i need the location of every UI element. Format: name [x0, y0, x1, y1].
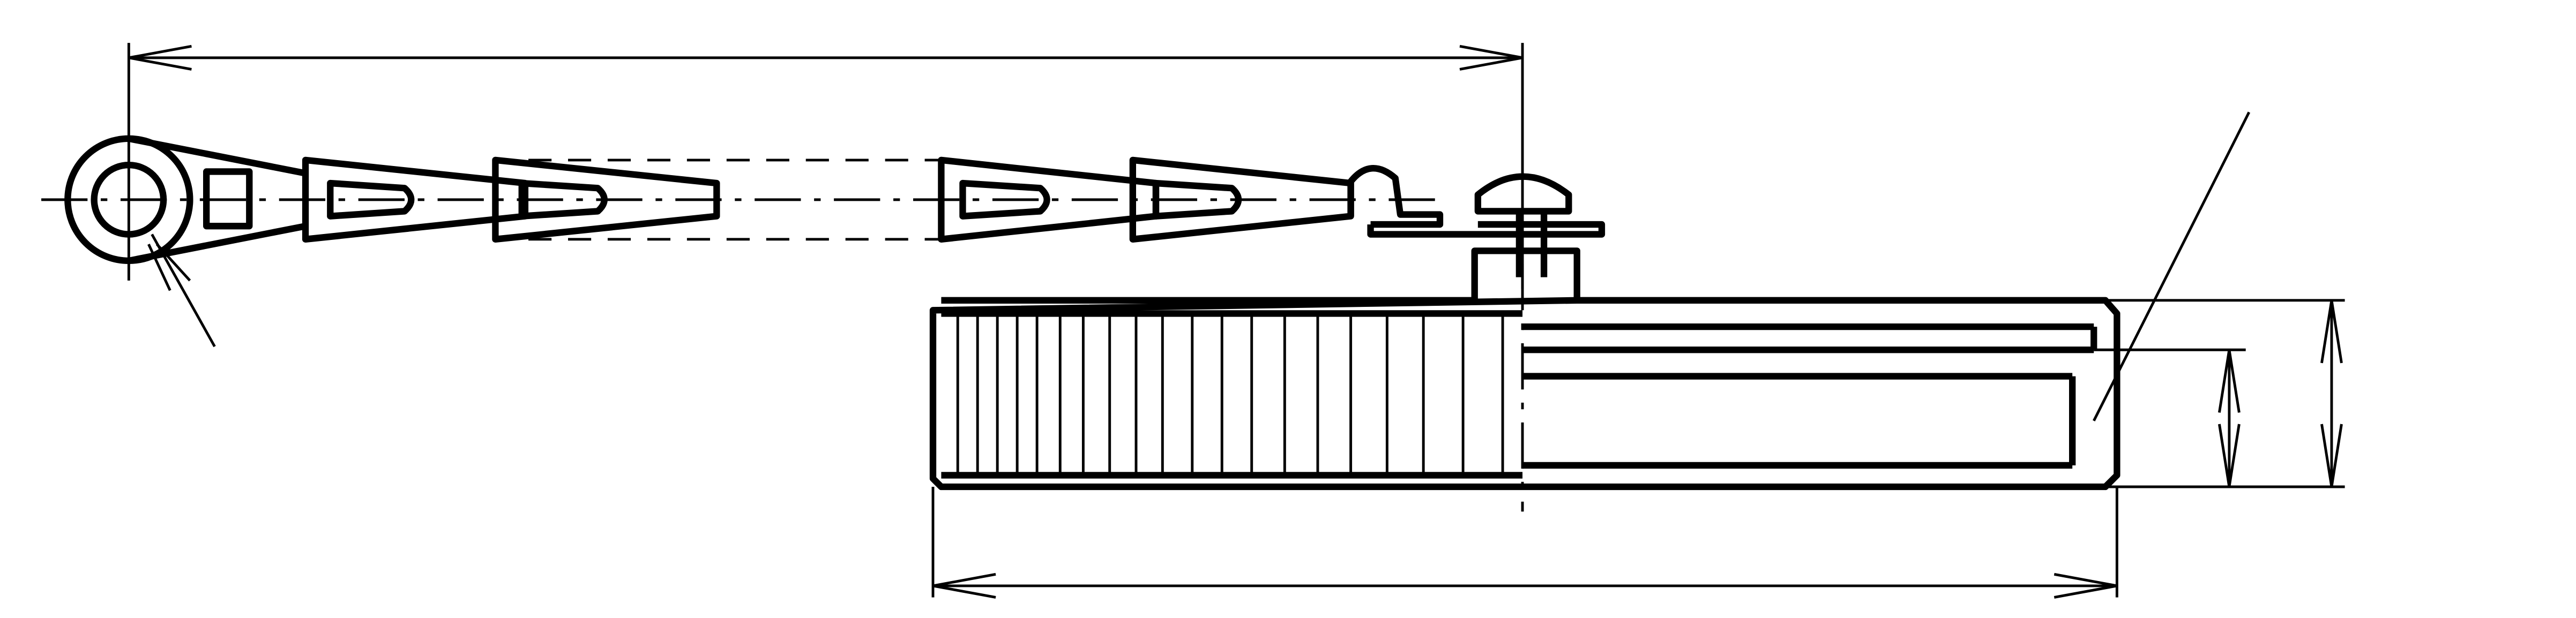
right-dimensions [2093, 111, 2345, 488]
knurling [956, 313, 1504, 476]
cylinder-body [929, 264, 2120, 512]
hook-bracket [1347, 165, 1606, 300]
bottom-dimension [931, 487, 2118, 599]
eye-end [64, 135, 307, 348]
arm-segments [203, 156, 1354, 243]
